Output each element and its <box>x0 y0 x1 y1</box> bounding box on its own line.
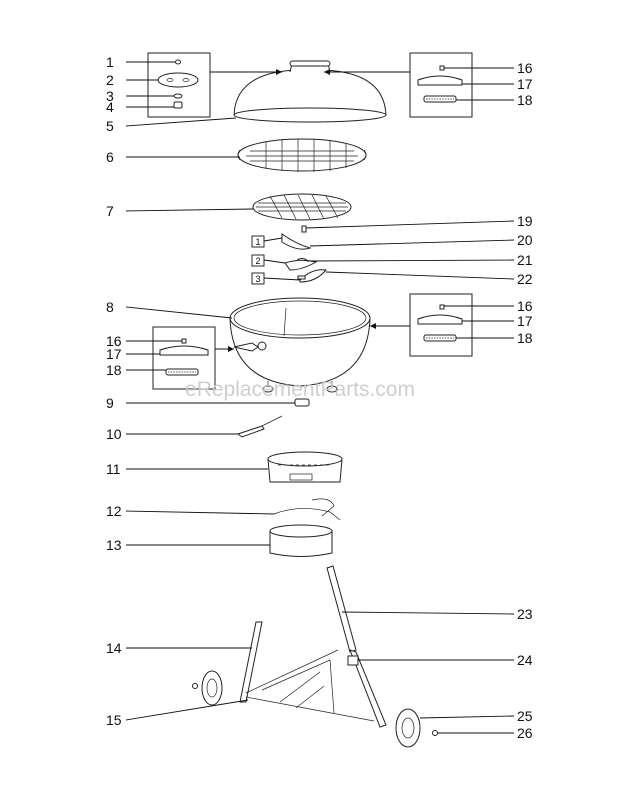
ash-blade <box>236 415 283 438</box>
callout-8: 8 <box>106 299 114 315</box>
callout-4: 4 <box>106 99 114 115</box>
lid <box>233 60 387 123</box>
step-boxes: 1 2 3 <box>251 235 301 285</box>
step-box-2: 2 <box>255 256 260 266</box>
callout-24: 24 <box>517 652 533 668</box>
lid-handle-inset <box>409 52 473 118</box>
cooking-grate <box>237 138 367 172</box>
step-box-3: 3 <box>255 274 260 284</box>
callout-17-left: 17 <box>106 346 122 362</box>
callout-10: 10 <box>106 426 122 442</box>
bowl-handle-right-inset <box>409 293 473 357</box>
callout-21: 21 <box>517 252 533 268</box>
callout-18-right: 18 <box>517 330 533 346</box>
callout-17-right: 17 <box>517 313 533 329</box>
callout-12: 12 <box>106 503 122 519</box>
damper-parts <box>281 225 327 283</box>
charcoal-chimney <box>267 451 343 483</box>
callout-20: 20 <box>517 232 533 248</box>
callout-25: 25 <box>517 708 533 724</box>
callout-5: 5 <box>106 118 114 134</box>
callout-23: 23 <box>517 606 533 622</box>
wheel-right <box>395 708 438 748</box>
callout-11: 11 <box>106 461 121 477</box>
callout-2: 2 <box>106 72 114 88</box>
callout-14: 14 <box>106 640 122 656</box>
callout-18-top: 18 <box>517 92 533 108</box>
step-box-1: 1 <box>255 237 260 247</box>
leg-assembly <box>239 565 387 728</box>
bowl-handle-left-inset <box>152 326 216 390</box>
callout-19: 19 <box>517 213 533 229</box>
callout-numbers: 1 2 3 4 5 6 7 8 16 17 18 9 10 11 12 13 1… <box>106 54 533 741</box>
callout-6: 6 <box>106 149 114 165</box>
callout-18-left: 18 <box>106 362 122 378</box>
charcoal-grate <box>252 193 352 221</box>
callout-1: 1 <box>106 54 114 70</box>
watermark: eReplacementParts.com <box>185 378 415 401</box>
callout-17-top: 17 <box>517 76 533 92</box>
leader-lines <box>125 61 515 734</box>
lid-vent-inset <box>147 52 211 118</box>
vent-knob <box>294 398 310 407</box>
callout-22: 22 <box>517 271 533 287</box>
bowl <box>229 297 371 393</box>
callout-15: 15 <box>106 712 122 728</box>
callout-16-right: 16 <box>517 298 533 314</box>
callout-16-left: 16 <box>106 333 122 349</box>
callout-7: 7 <box>106 203 114 219</box>
ash-pan <box>269 524 333 557</box>
callout-3: 3 <box>106 88 114 104</box>
callout-26: 26 <box>517 725 533 741</box>
callout-13: 13 <box>106 537 122 553</box>
bowl-handle-left <box>233 341 267 352</box>
callout-16-top: 16 <box>517 60 533 76</box>
wheel-left <box>192 670 223 706</box>
ash-pan-wire <box>273 498 341 521</box>
callout-9: 9 <box>106 395 114 411</box>
